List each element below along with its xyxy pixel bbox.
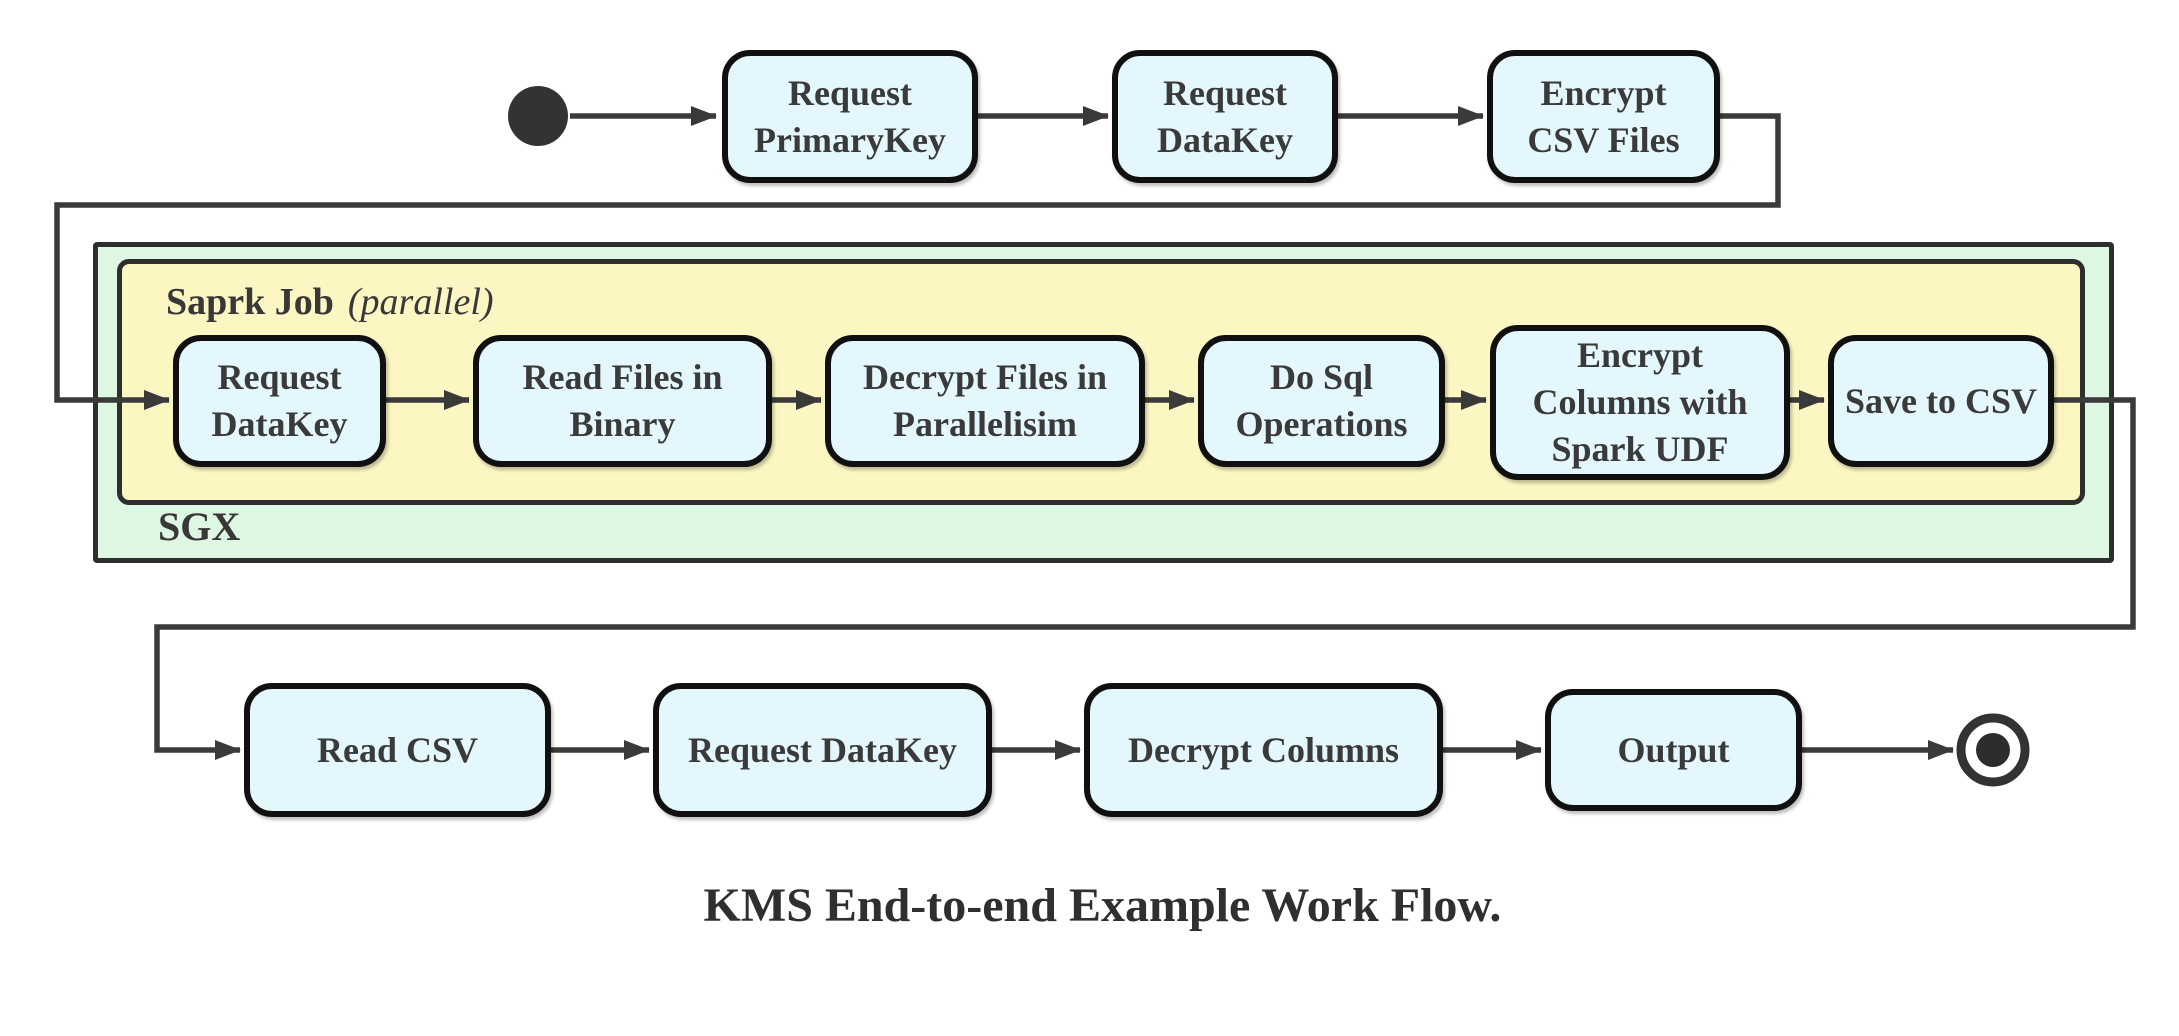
node-label-line: Encrypt — [1577, 335, 1703, 376]
node-read-csv: Read CSV — [244, 683, 551, 817]
spark-job-label: Saprk Job (parallel) — [166, 280, 494, 324]
node-label-line: Decrypt Files in — [863, 357, 1107, 398]
node-label-line: Request DataKey — [688, 729, 957, 770]
node-label-line: DataKey — [1157, 119, 1293, 160]
start-state-dot — [508, 86, 568, 146]
node-save-to-csv: Save to CSV — [1828, 335, 2054, 467]
node-label-line: Do Sql — [1269, 357, 1374, 398]
node-decrypt-columns: Decrypt Columns — [1084, 683, 1443, 817]
node-label-line: Spark UDF — [1551, 428, 1729, 469]
node-label-line: CSV Files — [1527, 119, 1680, 160]
diagram-title: KMS End-to-end Example Work Flow. — [703, 879, 1502, 932]
node-label-line: Read CSV — [316, 729, 478, 770]
node-label-line: Request — [788, 72, 912, 113]
sgx-label: SGX — [158, 504, 241, 549]
node-label-line: DataKey — [211, 404, 348, 444]
node-label-line: Binary — [569, 404, 676, 444]
spark-job-label-parallel: (parallel) — [347, 281, 494, 323]
node-label-line: Columns with — [1532, 382, 1748, 423]
node-label-line: Parallelisim — [893, 404, 1077, 444]
node-label-line: Request — [217, 357, 342, 398]
node-label-line: Decrypt Columns — [1128, 729, 1399, 770]
node-decrypt-files-in-parallelisim: Decrypt Files in Parallelisim — [825, 335, 1145, 467]
node-read-files-in-binary: Read Files in Binary — [473, 335, 772, 467]
node-request-datakey-bottom: Request DataKey — [653, 683, 992, 817]
node-label-line: PrimaryKey — [754, 119, 946, 160]
node-label-line: Save to CSV — [1844, 380, 2037, 421]
node-label-line: Read Files in — [522, 357, 723, 398]
node-label-line: Encrypt — [1540, 72, 1667, 113]
end-state-double-circle — [1956, 713, 2030, 787]
node-label-line: Request — [1163, 72, 1287, 113]
spark-job-label-name: Saprk Job — [166, 281, 334, 323]
node-label-line: Output — [1617, 729, 1730, 770]
node-label-line: Operations — [1235, 404, 1408, 444]
node-output: Output — [1545, 689, 1802, 811]
